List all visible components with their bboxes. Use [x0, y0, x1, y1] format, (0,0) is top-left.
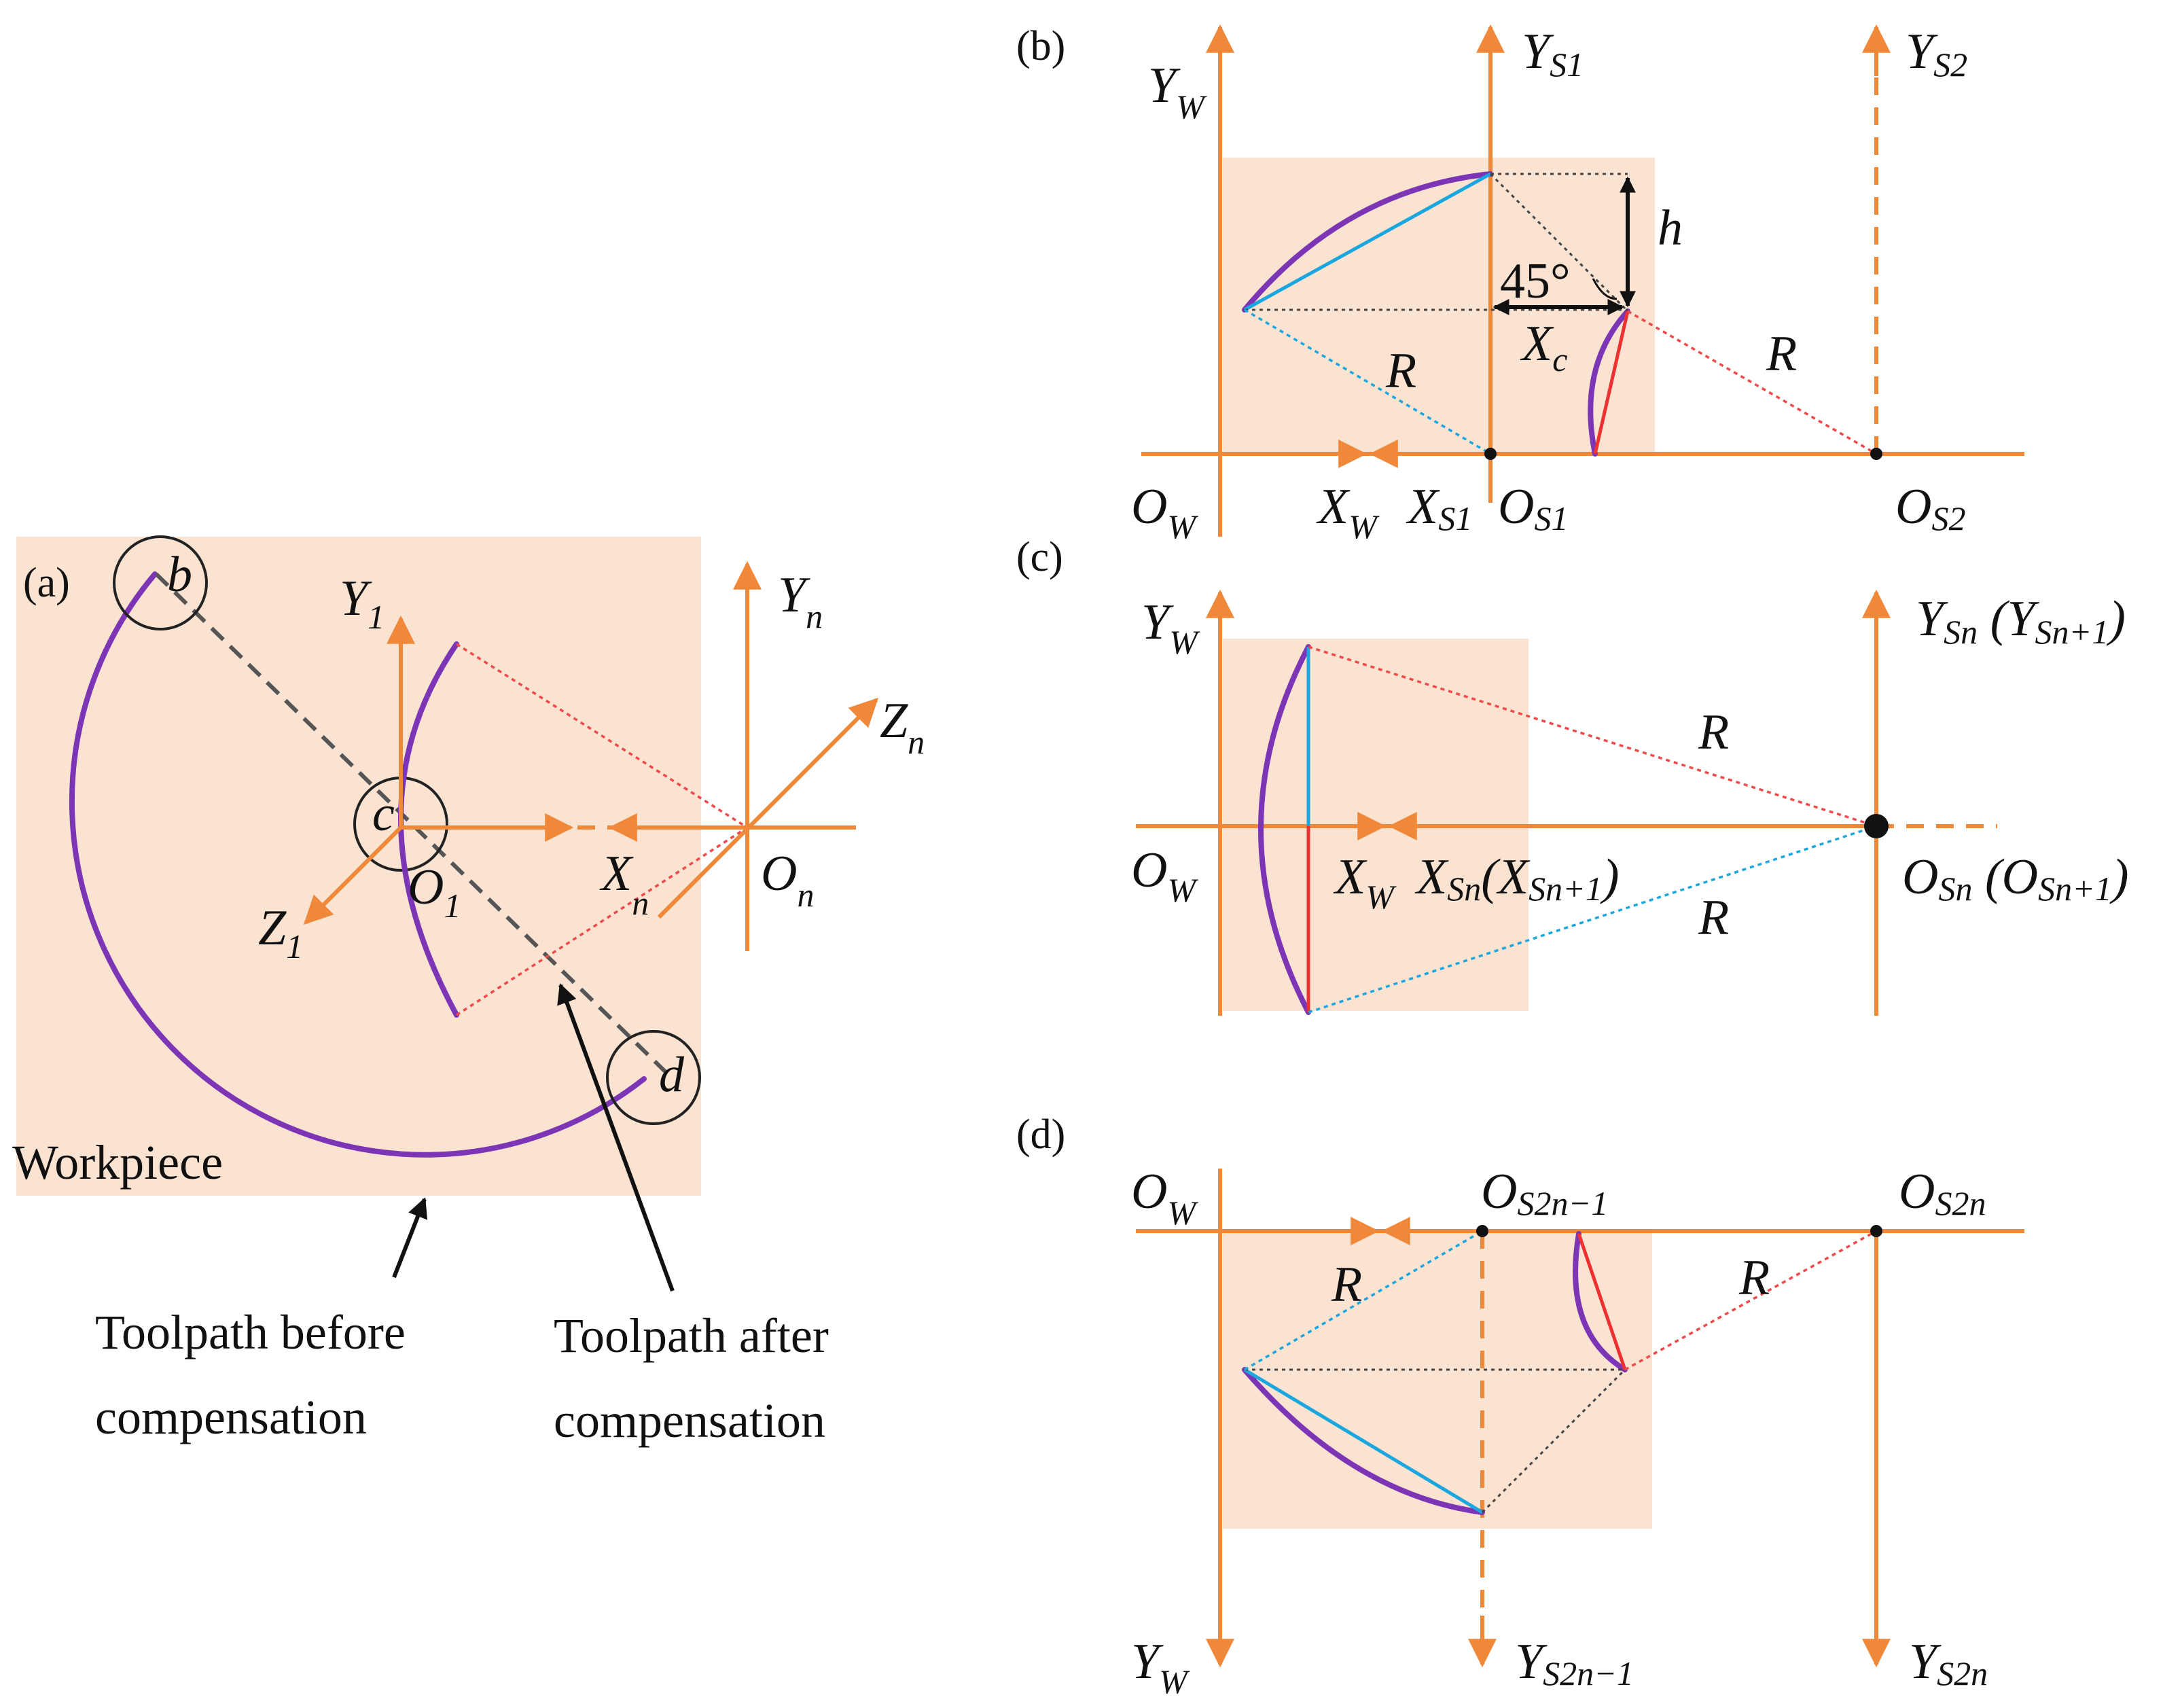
xn-label: Xn	[599, 846, 649, 922]
panel-c-label: (c)	[1016, 534, 1063, 580]
axis-z1	[304, 825, 403, 925]
after-caption-line1: Toolpath after	[554, 1309, 829, 1363]
before-arrow	[392, 1197, 428, 1279]
yw-label-d: YW	[1131, 1634, 1190, 1701]
before-caption-line1: Toolpath before	[95, 1305, 406, 1359]
osn-dot	[1864, 814, 1889, 838]
ow-label-b: OW	[1131, 479, 1198, 546]
xw-label-b: XW	[1316, 479, 1380, 546]
xc-label-b: Xc	[1520, 316, 1567, 378]
ysn-label-c: YSn (YSn+1)	[1916, 591, 2126, 651]
ys2n1-label-d: YS2n−1	[1515, 1634, 1634, 1692]
r-bottom-label-c: R	[1698, 890, 1729, 946]
panel-a-label: (a)	[23, 560, 70, 606]
os2-dot	[1870, 448, 1882, 460]
radius-line-top	[456, 643, 748, 829]
chord-blue-d	[1243, 1368, 1484, 1514]
panel-c: (c) YW YSn (YSn+1) R R OW XW XSn(XSn+1) …	[1016, 534, 2128, 1016]
xsn-label-c: XSn(XSn+1)	[1414, 849, 1619, 908]
os2n-dot	[1870, 1225, 1882, 1237]
radius-top-c	[1308, 645, 1877, 828]
ow-label-d: OW	[1131, 1164, 1198, 1232]
chord-red-d	[1577, 1233, 1627, 1370]
osn-label-c: OSn (OSn+1)	[1902, 849, 2128, 908]
radius-bottom-c	[1308, 825, 1877, 1014]
y1-label: Y1	[340, 571, 385, 636]
panel-a: (a) b c d Y1 Z1 O1 Yn Zn Xn On Workpiece	[12, 535, 925, 1448]
xw-label-c: XW	[1333, 849, 1397, 916]
r-left-label-b: R	[1385, 343, 1416, 399]
ow-label-c: OW	[1131, 842, 1198, 909]
yw-label-c: YW	[1141, 594, 1200, 661]
small-arc-d	[1573, 1231, 1628, 1372]
chord-blue-b	[1243, 172, 1492, 312]
os2n1-dot	[1476, 1225, 1488, 1237]
after-arrow	[557, 983, 675, 1292]
radius-left-b	[1244, 308, 1491, 455]
radius-left-d	[1244, 1230, 1483, 1371]
radius-right-b	[1627, 310, 1877, 455]
os2-label-b: OS2	[1895, 479, 1965, 537]
point-d-label: d	[659, 1047, 685, 1103]
workpiece-label: Workpiece	[12, 1135, 223, 1190]
toolpath-arc-d	[1242, 1367, 1485, 1515]
yn-label: Yn	[778, 567, 823, 635]
o1-label: O1	[408, 859, 461, 925]
point-d-circle	[606, 1030, 701, 1125]
os1-dot	[1484, 448, 1497, 460]
panel-d-label: (d)	[1016, 1111, 1065, 1158]
os2n1-label-d: OS2n−1	[1481, 1164, 1608, 1222]
point-c-label: c	[372, 786, 395, 842]
axis-zn	[657, 698, 878, 919]
r-right-label-d: R	[1738, 1250, 1770, 1306]
angle-arc-b	[1592, 278, 1617, 300]
toolpath-arc-b	[1242, 171, 1493, 313]
yw-label-b: YW	[1148, 58, 1207, 126]
panel-b: (b) YW YS1 YS2 h 45° Xc R R OW XW XS1 OS…	[1016, 23, 2024, 546]
ys2-label-b: YS2	[1906, 24, 1967, 84]
chord-red-b	[1593, 310, 1630, 455]
workpiece-region	[16, 537, 701, 1196]
ys2n-label-d: YS2n	[1909, 1634, 1988, 1692]
r-top-label-c: R	[1698, 705, 1729, 760]
os2n-label-d: OS2n	[1899, 1164, 1986, 1222]
bd-dashed-line	[154, 572, 668, 1074]
xs1-label-b: XS1	[1406, 479, 1472, 537]
small-arc-b	[1588, 308, 1630, 457]
radius-line-bottom	[456, 826, 748, 1016]
os1-label-b: OS1	[1498, 479, 1568, 537]
before-caption-line2: compensation	[95, 1390, 367, 1444]
panel-d: (d) OW OS2n−1 OS2n R R YW YS2n−1 YS2n	[1016, 1111, 2024, 1701]
toolpath-arc-c	[1258, 644, 1311, 1015]
radius-right-d	[1624, 1230, 1877, 1371]
angle-label-b: 45°	[1500, 253, 1571, 309]
dotted-diag-b	[1489, 173, 1629, 313]
r-left-label-d: R	[1331, 1257, 1362, 1313]
point-b-label: b	[167, 547, 192, 603]
zn-label: Zn	[880, 693, 925, 761]
after-caption-line2: compensation	[554, 1393, 825, 1448]
point-b-circle	[113, 535, 208, 630]
z1-label: Z1	[258, 900, 303, 965]
r-right-label-b: R	[1766, 326, 1797, 382]
workpiece-region-d	[1223, 1231, 1652, 1529]
h-label-b: h	[1658, 200, 1683, 256]
ys1-label-b: YS1	[1522, 24, 1584, 84]
on-label: On	[761, 846, 814, 914]
panel-b-label: (b)	[1016, 23, 1065, 69]
toolpath-before-arc	[69, 571, 647, 1158]
